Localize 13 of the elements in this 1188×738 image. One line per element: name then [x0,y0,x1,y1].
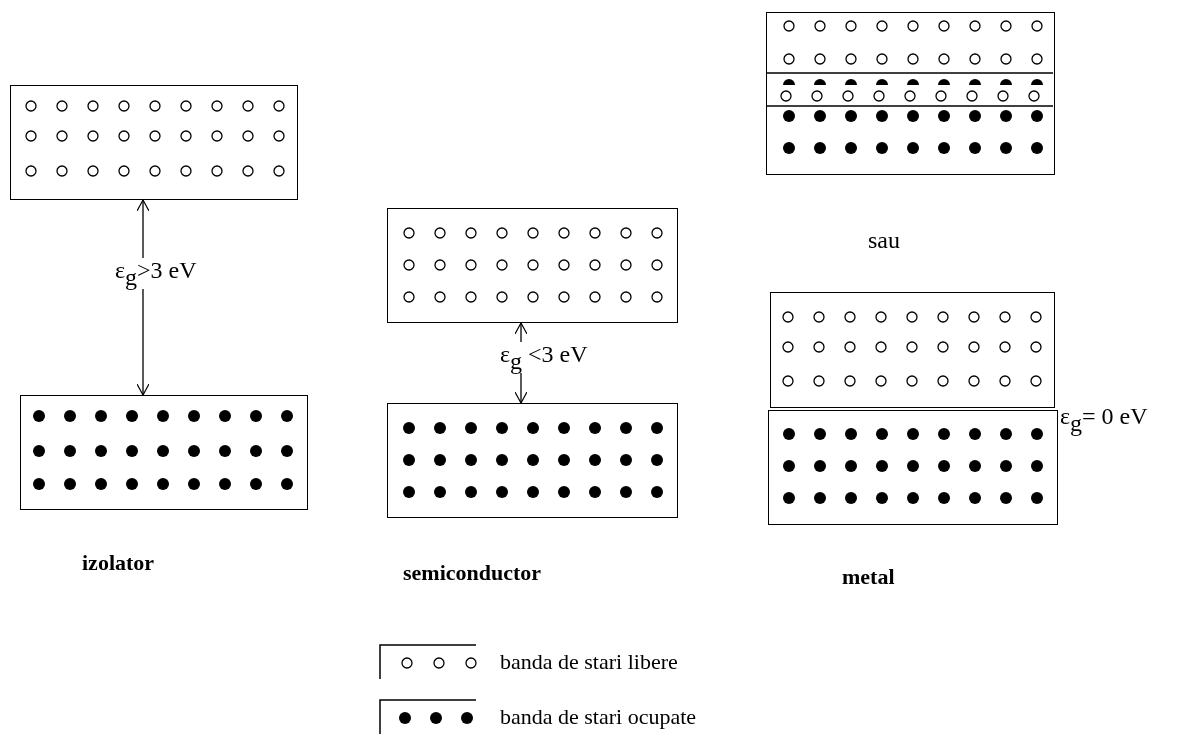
material-caption: metal [842,566,895,588]
energy-band [10,85,298,200]
energy-band [766,12,1055,175]
energy-band [20,395,308,510]
material-caption: izolator [82,552,155,574]
energy-band [387,208,678,323]
energy-band [770,292,1055,408]
energy-band [768,410,1058,525]
material-caption: semiconductor [403,562,542,584]
energy-band [387,403,678,518]
separator-word: sau [868,228,900,252]
legend-text: banda de stari ocupate [500,706,697,728]
legend-text: banda de stari libere [500,651,678,673]
